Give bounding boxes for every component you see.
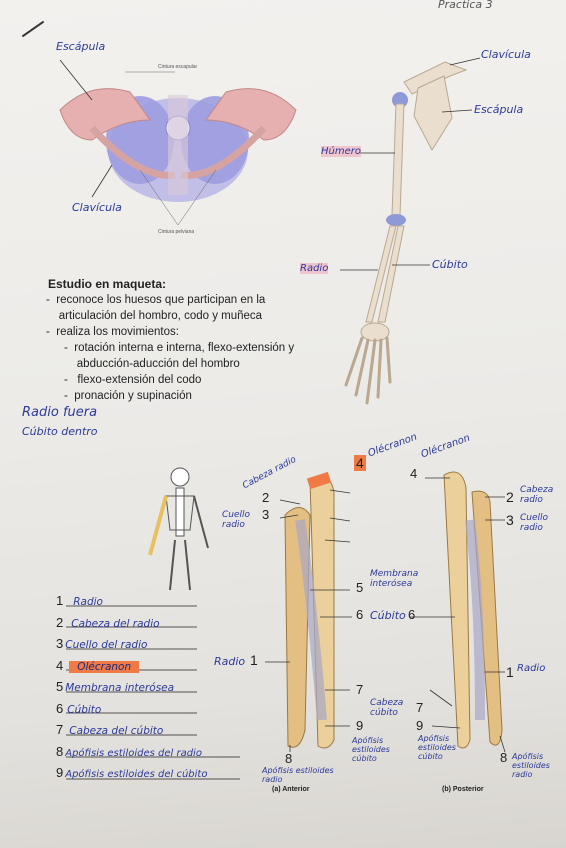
post-n3: 3 (506, 512, 514, 528)
study-subitem: - pronación y supinación (64, 390, 192, 402)
post-n2: 2 (506, 489, 514, 505)
ant-l6: Cúbito (370, 609, 406, 622)
ant-l5: Membrana interósea (370, 569, 419, 589)
post-n4: 4 (410, 466, 418, 481)
forearm-posterior-illustration (410, 471, 506, 753)
note-line1: Radio fuera (22, 405, 98, 420)
ant-n9: 9 (356, 718, 364, 733)
answer-lines (66, 605, 240, 780)
caption-top: Cintura escapular (158, 64, 198, 70)
post-n9: 9 (416, 718, 424, 733)
label-scapula-right: Escápula (474, 103, 524, 116)
label-radius: Radio (300, 263, 329, 274)
ant-n2: 2 (262, 490, 270, 505)
ant-neck-label: Cuello radio (222, 510, 251, 530)
caption-anterior: (a) Anterior (272, 786, 310, 793)
ant-l9: Apófisis estiloides cúbito (352, 736, 390, 763)
label-clavicle-right: Clavícula (481, 48, 531, 61)
post-n1: 1 (506, 664, 514, 680)
ant-n7: 7 (356, 682, 364, 697)
ant-n4: 4 (354, 455, 366, 471)
ant-n3: 3 (262, 507, 270, 522)
label-scapula-left: Escápula (56, 40, 106, 53)
ant-l8: Apófisis estiloides radio (262, 766, 334, 784)
label-clavicle-left: Clavícula (72, 201, 122, 214)
post-l2: Cabeza radio (520, 485, 554, 505)
post-l1: Radio (517, 663, 546, 674)
study-subitem: - flexo-extensión del codo (64, 374, 202, 386)
caption-posterior: (b) Posterior (442, 786, 484, 793)
study-item: - reconoce los huesos que participan en … (46, 294, 266, 306)
study-item: articulación del hombro, codo y muñeca (58, 310, 263, 322)
post-l8: Apófisis estiloides radio (512, 752, 550, 779)
arm-illustration (340, 57, 481, 405)
forearm-anterior-illustration (265, 476, 352, 752)
skeleton-thumbnail (148, 467, 209, 591)
post-n8: 8 (500, 750, 508, 765)
post-l9: Apófisis estiloides cúbito (418, 734, 456, 761)
study-list: - reconoce los huesos que participan en … (46, 292, 294, 404)
study-subitem: - rotación interna e interna, flexo-exte… (64, 342, 295, 354)
study-subitem: abducción-aducción del hombro (76, 358, 240, 370)
note-line2: Cúbito dentro (22, 425, 98, 438)
shoulder-girdle-illustration (59, 59, 297, 226)
post-n6: 6 (408, 607, 416, 622)
post-n7: 7 (416, 700, 424, 715)
study-title: Estudio en maqueta: (48, 277, 167, 291)
study-item: - realiza los movimientos: (46, 326, 179, 338)
ant-n6: 6 (356, 607, 364, 622)
practice-header: Practica 3 (438, 0, 493, 11)
ant-n8: 8 (285, 751, 293, 766)
caption-bottom: Cintura pelviana (158, 229, 195, 235)
ant-n1: 1 (250, 652, 258, 668)
post-l3: Cuello radio (520, 513, 549, 533)
ant-radio-label: Radio (214, 655, 246, 668)
ant-l7: Cabeza cúbito (370, 698, 404, 718)
label-ulna: Cúbito (432, 258, 468, 271)
ant-n5: 5 (356, 580, 364, 595)
label-humerus: Húmero (321, 146, 361, 157)
